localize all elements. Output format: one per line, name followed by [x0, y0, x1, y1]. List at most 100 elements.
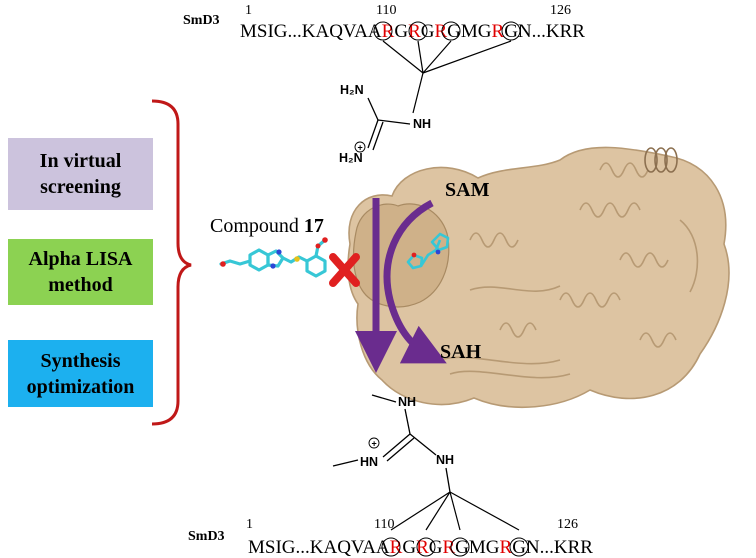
- seq-suffix: GN...KRR: [512, 537, 593, 558]
- virtual-screening-box: In virtual screening: [8, 138, 153, 210]
- bottom-charge-sign: +: [372, 439, 377, 449]
- box-line: Alpha LISA: [28, 248, 133, 270]
- box-line: Synthesis: [40, 349, 121, 372]
- connector-line: [417, 40, 424, 74]
- top-h2n-label: H₂N: [340, 83, 364, 97]
- arginine-residue: R: [492, 21, 505, 42]
- helix: [559, 292, 621, 308]
- ligand-chain: [419, 239, 442, 267]
- sam-label: SAM: [445, 179, 490, 201]
- coil-loop: [664, 147, 678, 173]
- residue-circle: [509, 537, 529, 557]
- seq-prefix: MSIG...KAQVAA: [248, 537, 390, 558]
- connector-line: [449, 491, 520, 531]
- bottom-connector-lines: [390, 491, 520, 531]
- compound-number: 17: [303, 215, 324, 237]
- seq-suffix: GN...KRR: [504, 21, 585, 42]
- beta-strand: [449, 370, 571, 379]
- bottom-nh-right-label: NH: [436, 453, 454, 467]
- loop: [679, 219, 699, 293]
- compound-prefix: Compound: [210, 215, 304, 237]
- oxygen-atom: [315, 243, 321, 249]
- connector-line: [412, 72, 424, 114]
- top-protein-name: SmD3: [183, 13, 220, 28]
- nitrogen-atom: [270, 263, 276, 269]
- benzimidazole-ring-1: [248, 248, 270, 272]
- oxygen-atom: [322, 237, 328, 243]
- bottom-end-number: 126: [557, 517, 578, 532]
- bond: [372, 121, 384, 151]
- benzimidazole-ring-2: [266, 249, 285, 268]
- alpha-lisa-box: Alpha LISA method: [8, 239, 153, 305]
- box-line: screening: [40, 176, 121, 198]
- seq-gmg: GMG: [447, 21, 492, 42]
- beta-strand: [439, 356, 561, 365]
- seq-glycine: G: [421, 21, 435, 42]
- binding-pocket-surface: [352, 203, 450, 308]
- protein-ribbons: [439, 162, 699, 379]
- charge-circle: [354, 141, 366, 153]
- protein-structure: [347, 146, 730, 409]
- top-h2n-plus-label: H₂N: [339, 151, 363, 165]
- inhibition-cross-icon: [329, 253, 360, 287]
- bottom-residue-circles: [381, 537, 529, 557]
- top-nh-label: NH: [413, 117, 431, 131]
- residue-circle: [501, 21, 521, 41]
- residue-circle: [408, 21, 428, 41]
- bond: [371, 394, 397, 403]
- top-end-number: 126: [550, 3, 571, 18]
- bottom-sequence: SmD3 1 110 126 MSIG...KAQVAARGRGRGMGRGN.…: [188, 491, 593, 558]
- ligand-ring: [430, 232, 450, 252]
- cross-stroke: [329, 253, 360, 287]
- seq-glycine: G: [429, 537, 443, 558]
- top-chem-bonds: [367, 97, 411, 151]
- bond: [445, 467, 451, 493]
- charge-circle: [368, 437, 380, 449]
- coil-loop: [644, 147, 658, 173]
- connector-line: [422, 40, 452, 74]
- top-start-number: 1: [245, 3, 252, 18]
- residue-circle: [441, 21, 461, 41]
- connector-line: [425, 491, 451, 531]
- ligand-nitrogen: [435, 249, 441, 255]
- phenyl-ring: [305, 254, 327, 278]
- helix: [599, 162, 649, 178]
- sam-to-sah-arrow: [383, 199, 447, 364]
- grouping-bracket: [151, 99, 192, 426]
- top-sequence: SmD3 1 110 126 MSIG...KAQVAARGRGRGMGRGN.…: [183, 3, 585, 114]
- arginine-residue: R: [382, 21, 395, 42]
- box-text: Alpha LISA method: [29, 246, 133, 298]
- alkyl-chain: [219, 259, 252, 266]
- connector-line: [390, 491, 451, 531]
- bottom-protein-name: SmD3: [188, 529, 225, 544]
- loop: [469, 285, 561, 292]
- bond: [367, 97, 379, 121]
- connector-line: [422, 40, 512, 74]
- arginine-residue: R: [500, 537, 513, 558]
- helix: [499, 322, 537, 338]
- bottom-methylated-guanidino: NH HN NH +: [332, 394, 454, 493]
- sah-label: SAH: [440, 341, 482, 363]
- residue-circle: [381, 537, 401, 557]
- bottom-r-number: 110: [374, 517, 394, 532]
- seq-gmg: GMG: [455, 537, 500, 558]
- nitrogen-atom: [276, 249, 282, 255]
- top-connector-lines: [382, 40, 512, 114]
- top-coil: [644, 147, 678, 173]
- helix: [639, 332, 677, 348]
- bottom-nh-top-label: NH: [398, 395, 416, 409]
- bond: [404, 408, 411, 435]
- ligand-oxygen: [411, 252, 417, 258]
- connector-line: [449, 491, 461, 531]
- box-line: method: [48, 274, 113, 296]
- sulfur-atom: [294, 256, 300, 262]
- bottom-chem-bonds: [332, 394, 451, 493]
- box-text: Synthesis optimization: [27, 348, 135, 400]
- synthesis-optimization-box: Synthesis optimization: [8, 340, 153, 407]
- coil-loop: [654, 147, 668, 173]
- bond: [367, 119, 379, 149]
- residue-circle: [450, 537, 470, 557]
- bond: [377, 119, 411, 125]
